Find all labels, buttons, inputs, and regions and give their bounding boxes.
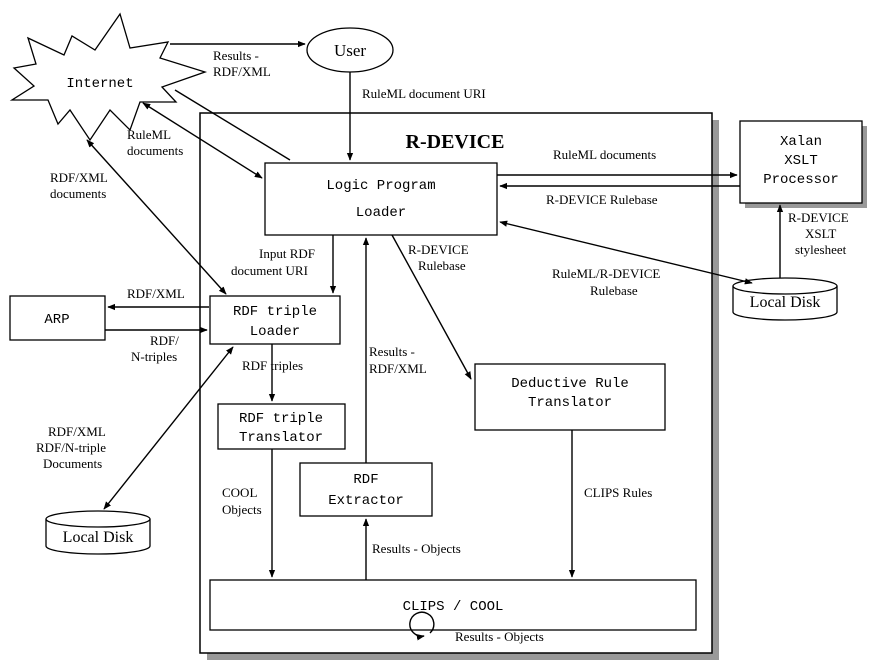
edge-internet-rdfloader (86, 139, 227, 295)
internet-label: Internet (66, 76, 133, 92)
label-ruleml-rdevice-rulebase-2: Rulebase (590, 283, 638, 298)
label-ruleml-rdevice-rulebase-1: RuleML/R-DEVICE (552, 266, 660, 281)
local-disk-right: Local Disk (732, 277, 838, 321)
label-ruleml-docs-right: RuleML documents (553, 147, 656, 162)
user-node: User (306, 27, 394, 73)
label-rdf-docs-disk-1: RDF/XML (48, 424, 106, 439)
rdf-triple-translator: RDF triple Translator (217, 403, 346, 450)
label-input-rdf-uri-1: Input RDF (259, 246, 315, 261)
rdf-translator-line1: RDF triple (239, 411, 323, 427)
deductive-line1: Deductive Rule (511, 376, 629, 392)
edge-disk-rdfloader (103, 346, 234, 510)
label-rdfxml-docs-2: documents (50, 186, 106, 201)
xalan-line1: Xalan (780, 134, 822, 150)
label-results-rdfxml-top-1: Results - (213, 48, 259, 63)
clips-label: CLIPS / COOL (403, 599, 504, 615)
xalan-line3: Processor (763, 172, 839, 188)
internet-cloud: Internet (9, 12, 208, 142)
label-rdf-ntriples-1: RDF/ (150, 333, 179, 348)
label-results-rdfxml-top-2: RDF/XML (213, 64, 271, 79)
label-rdevice-rulebase-inner-1: R-DEVICE (408, 242, 469, 257)
label-input-rdf-uri-2: document URI (231, 263, 308, 278)
label-rdf-docs-disk-3: Documents (43, 456, 102, 471)
rdf-extractor-line2: Extractor (328, 493, 404, 509)
label-clips-rules: CLIPS Rules (584, 485, 652, 500)
edge-loader-disk (499, 220, 753, 285)
user-label: User (334, 41, 366, 60)
edges (86, 40, 784, 641)
logic-loader-line1: Logic Program (326, 178, 435, 194)
label-ruleml-docs-left-1: RuleML (127, 127, 171, 142)
label-rdf-docs-disk-2: RDF/N-triple (36, 440, 106, 455)
local-disk-right-label: Local Disk (750, 294, 821, 311)
logic-loader-line2: Loader (356, 205, 406, 221)
label-rdevice-rulebase-xalan: R-DEVICE Rulebase (546, 192, 658, 207)
label-xslt-stylesheet-2: XSLT (805, 226, 836, 241)
label-rdfxml-docs-1: RDF/XML (50, 170, 108, 185)
label-xslt-stylesheet-3: stylesheet (795, 242, 847, 257)
label-cool-objects-2: Objects (222, 502, 262, 517)
edge-clips-selfloop (409, 611, 435, 641)
rdevice-title: R-DEVICE (406, 131, 505, 153)
label-rdf-triples: RDF triples (242, 358, 303, 373)
label-ruleml-docs-left-2: documents (127, 143, 183, 158)
label-rdfxml-arp: RDF/XML (127, 286, 185, 301)
edge-labels: Results - RDF/XML RuleML document URI Ru… (36, 48, 849, 644)
edge-loader-deductive (391, 234, 472, 380)
rdf-extractor: RDF Extractor (299, 462, 433, 517)
arp-label: ARP (44, 312, 69, 328)
local-disk-left-label: Local Disk (63, 529, 134, 546)
label-cool-objects-1: COOL (222, 485, 257, 500)
label-results-objects-bottom: Results - Objects (455, 629, 544, 644)
rdf-translator-line2: Translator (239, 430, 323, 446)
arp-node: ARP (9, 295, 106, 341)
rdf-extractor-line1: RDF (353, 472, 378, 488)
label-xslt-stylesheet-1: R-DEVICE (788, 210, 849, 225)
rdf-loader-line1: RDF triple (233, 304, 317, 320)
label-results-rdfxml-inner-2: RDF/XML (369, 361, 427, 376)
rdf-loader-line2: Loader (250, 324, 300, 340)
clips-cool: CLIPS / COOL (209, 579, 697, 631)
deductive-line2: Translator (528, 395, 612, 411)
logic-program-loader: Logic Program Loader (264, 162, 498, 236)
xalan-processor: Xalan XSLT Processor (739, 120, 867, 208)
label-results-rdfxml-inner-1: Results - (369, 344, 415, 359)
label-rdevice-rulebase-inner-2: Rulebase (418, 258, 466, 273)
label-ruleml-uri: RuleML document URI (362, 86, 486, 101)
label-results-objects-mid: Results - Objects (372, 541, 461, 556)
xalan-line2: XSLT (784, 153, 818, 169)
local-disk-left: Local Disk (45, 510, 151, 555)
rdf-triple-loader: RDF triple Loader (209, 295, 341, 345)
deductive-rule-translator: Deductive Rule Translator (474, 363, 666, 431)
label-rdf-ntriples-2: N-triples (131, 349, 177, 364)
